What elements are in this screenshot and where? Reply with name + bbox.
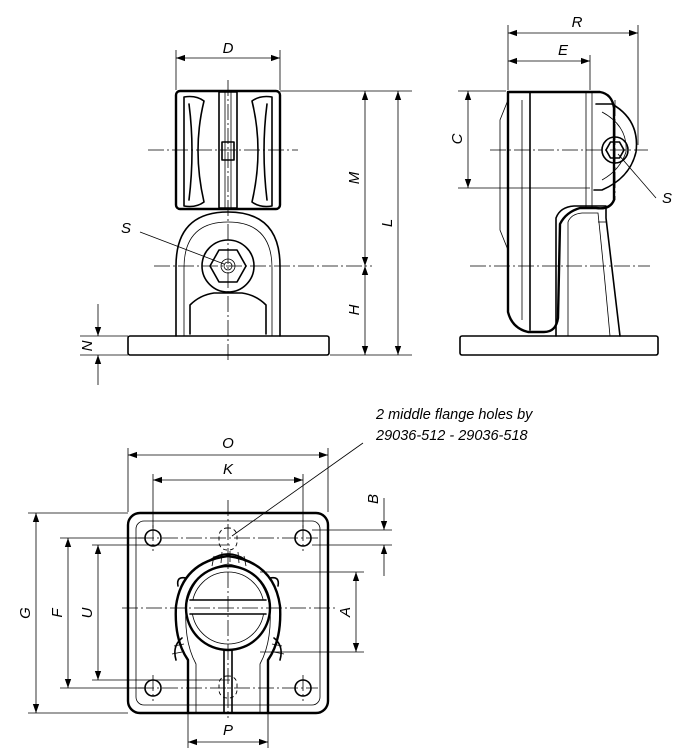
top-view bbox=[28, 442, 392, 748]
dim-label-m: M bbox=[346, 171, 363, 184]
dim-label-u: U bbox=[79, 607, 96, 618]
dim-label-p: P bbox=[223, 722, 233, 739]
side-view bbox=[458, 25, 659, 356]
dim-label-s-front: S bbox=[121, 220, 131, 237]
note-line-1: 2 middle flange holes by bbox=[375, 407, 533, 423]
dim-label-s-side: S bbox=[662, 190, 672, 207]
dim-label-d: D bbox=[223, 40, 234, 57]
front-view bbox=[80, 50, 412, 385]
dim-label-h: H bbox=[346, 304, 363, 315]
dim-label-l: L bbox=[379, 219, 396, 227]
dim-label-f: F bbox=[49, 608, 66, 618]
dim-label-k: K bbox=[223, 461, 234, 478]
dim-label-b: B bbox=[365, 494, 382, 504]
dim-label-g: G bbox=[17, 607, 34, 619]
dim-label-c: C bbox=[449, 133, 466, 144]
dim-label-e: E bbox=[558, 42, 569, 59]
dim-label-r: R bbox=[572, 14, 583, 31]
dim-label-a: A bbox=[337, 607, 354, 618]
note-line-2: 29036-512 - 29036-518 bbox=[375, 428, 528, 444]
dim-label-o: O bbox=[222, 435, 234, 452]
dim-label-n: N bbox=[79, 340, 96, 351]
